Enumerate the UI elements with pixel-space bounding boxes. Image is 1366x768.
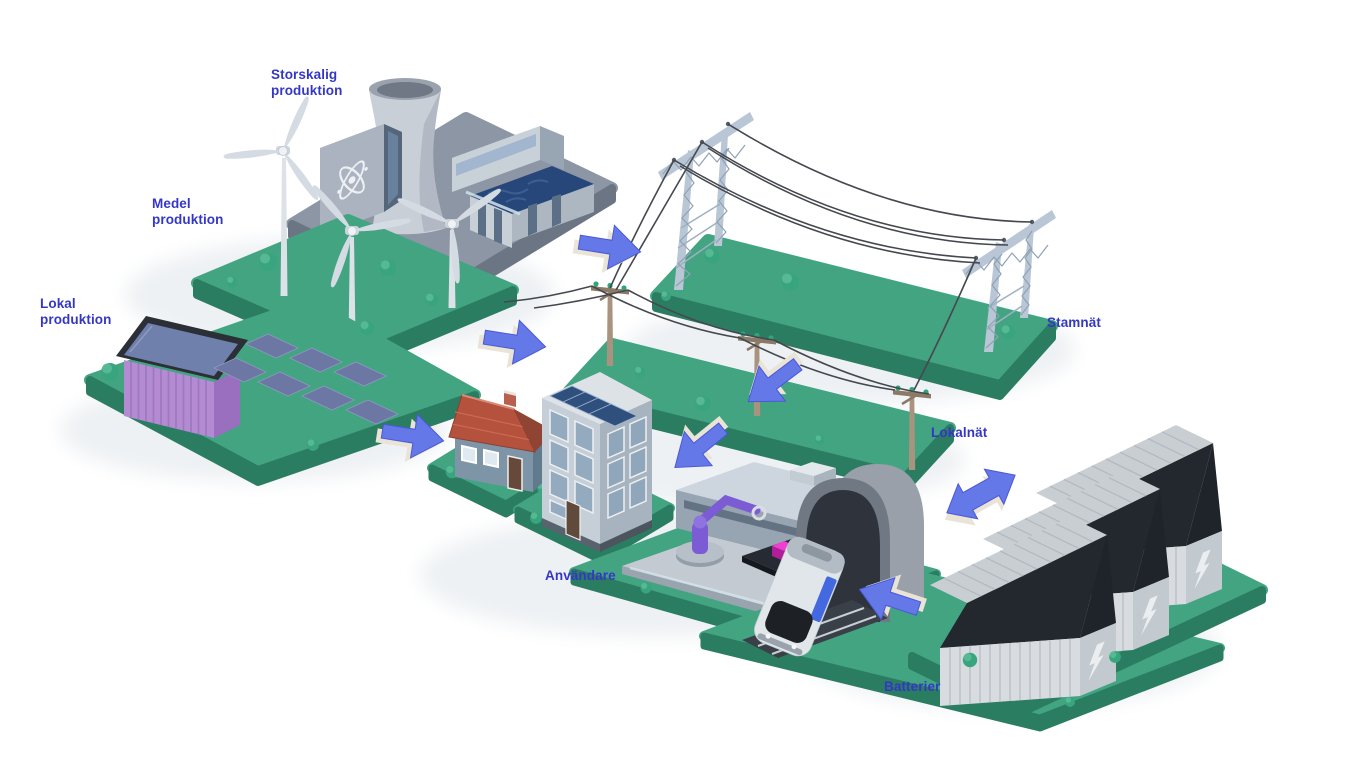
bush [379, 259, 397, 277]
roof-solar-panel [124, 323, 238, 376]
bush [226, 276, 238, 288]
train-tunnel [742, 464, 924, 658]
train-door [810, 576, 837, 623]
bush [101, 363, 119, 381]
bush [962, 652, 978, 668]
robot-arm [676, 494, 767, 567]
bush [661, 291, 671, 301]
label-line: Lokal [40, 296, 76, 311]
bush [704, 248, 720, 264]
glass-railing [629, 566, 775, 608]
water-surface [470, 166, 594, 214]
bush [259, 253, 277, 271]
atom-icon [337, 160, 368, 200]
label-line: produktion [271, 83, 343, 99]
flow-arrow-storskalig-to-stamnat [570, 219, 645, 278]
label-line: Medel [152, 196, 191, 211]
apartment-building [542, 372, 652, 552]
bush [1065, 697, 1075, 707]
label-lokal-produktion: Lokal produktion [40, 296, 112, 329]
label-medel-produktion: Medel produktion [152, 196, 224, 229]
power-lines [503, 123, 1033, 395]
bush [815, 435, 825, 445]
wind-turbine [310, 182, 412, 338]
transmission-tower [962, 210, 1056, 352]
windows-right [607, 415, 647, 520]
bush [425, 293, 439, 307]
zone-batterier [906, 425, 1268, 720]
chimney [504, 392, 516, 407]
zone-lokal-produktion [84, 297, 481, 486]
roof-solar-panels [549, 385, 638, 427]
glass-railing [465, 190, 521, 216]
bush [1000, 324, 1016, 340]
solar-roof-container [116, 316, 248, 438]
label-line: produktion [152, 212, 224, 228]
window [461, 444, 477, 465]
label-stamnat: Stamnät [1047, 315, 1101, 330]
windows-left [549, 408, 594, 522]
label-storskalig-produktion: Storskalig produktion [271, 67, 343, 100]
bush [359, 320, 375, 336]
train [754, 536, 845, 657]
bush [1109, 651, 1121, 663]
label-anvandare: Användare [545, 568, 616, 583]
label-line: Storskalig [271, 67, 338, 82]
bush [640, 582, 652, 594]
label-line: produktion [40, 312, 112, 328]
solar-panel-array [213, 333, 399, 425]
hydropower-dam [452, 126, 594, 248]
window [483, 448, 499, 469]
label-lokalnat: Lokalnät [931, 425, 988, 440]
wind-turbine [396, 186, 503, 308]
door [565, 499, 581, 541]
bush [634, 366, 646, 378]
train-windshield [765, 600, 813, 643]
bush [781, 273, 799, 291]
bush [530, 512, 542, 524]
door [507, 455, 523, 492]
wind-turbine [223, 95, 321, 296]
bush [307, 439, 319, 451]
robot-claw [751, 505, 767, 521]
house [448, 390, 554, 492]
label-batterier: Batterier [884, 679, 941, 694]
bush [695, 396, 711, 412]
